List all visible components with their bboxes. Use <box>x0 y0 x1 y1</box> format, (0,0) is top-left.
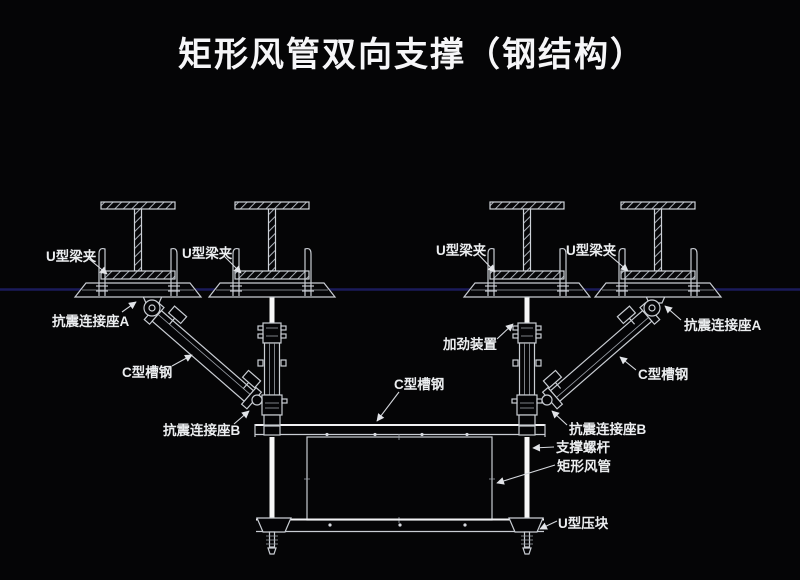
hanger-stiffener-left <box>256 294 288 426</box>
label-u-beam-clamp-2: U型梁夹 <box>182 245 233 261</box>
label-u-beam-clamp-3: U型梁夹 <box>436 242 487 258</box>
diagonal-brace-right <box>541 293 667 410</box>
label-c-channel-center: C型槽钢 <box>394 376 444 392</box>
label-seismic-seat-a-left: 抗震连接座A <box>52 313 129 329</box>
hanger-stiffener-right <box>511 294 543 426</box>
page-title: 矩形风管双向支撑（钢结构） <box>178 35 646 74</box>
label-seismic-seat-b-left: 抗震连接座B <box>163 422 240 438</box>
label-u-beam-clamp-1: U型梁夹 <box>46 248 97 264</box>
label-rectangular-duct: 矩形风管 <box>557 458 611 474</box>
rectangular-duct-outline <box>304 434 495 523</box>
bottom-bar-u-pressure-blocks <box>256 517 544 555</box>
leader-lines <box>87 252 682 530</box>
label-c-channel-right: C型槽钢 <box>638 366 688 382</box>
label-stiffening-device: 加劲装置 <box>442 336 497 352</box>
label-seismic-seat-a-right: 抗震连接座A <box>684 317 761 333</box>
label-support-screw-rod: 支撑螺杆 <box>555 439 610 455</box>
annotation-labels: U型梁夹 U型梁夹 U型梁夹 U型梁夹 抗震连接座A 抗震连接座A C型槽钢 C… <box>46 242 761 531</box>
horizontal-c-channel <box>254 424 546 437</box>
label-c-channel-left: C型槽钢 <box>122 364 172 380</box>
label-seismic-seat-b-right: 抗震连接座B <box>569 421 646 437</box>
label-u-beam-clamp-4: U型梁夹 <box>566 242 617 258</box>
bolt-stub-left <box>266 531 278 555</box>
label-u-pressure-block: U型压块 <box>558 515 609 531</box>
diagonal-brace-left <box>141 293 263 410</box>
support-rod-right <box>524 437 530 520</box>
bolt-stub-right <box>521 531 533 555</box>
support-rod-left <box>269 437 275 520</box>
